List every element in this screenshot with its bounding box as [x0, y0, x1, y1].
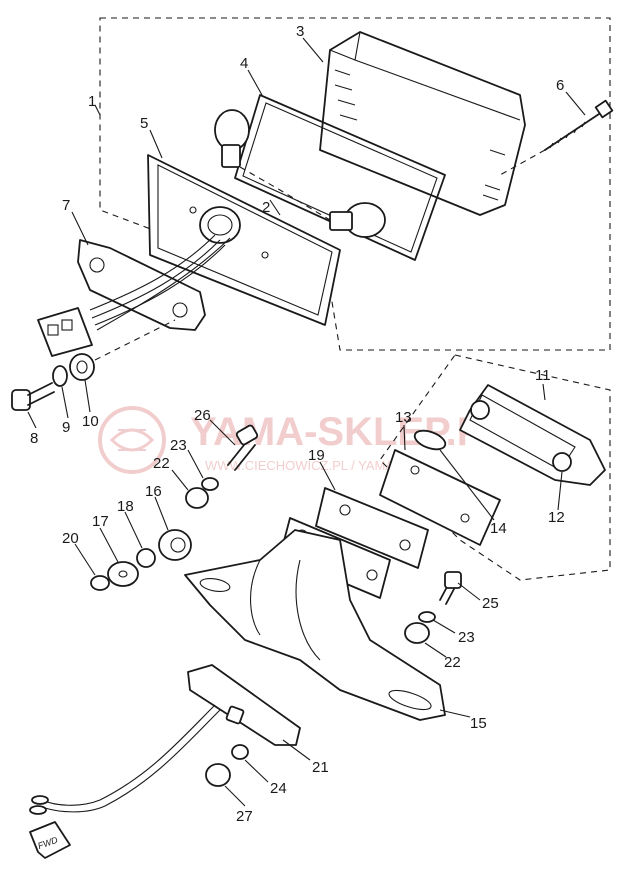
label-part-13: 13: [395, 409, 412, 426]
label-part-15: 15: [470, 715, 487, 732]
bolt-26: [227, 424, 259, 471]
label-part-18: 18: [117, 498, 134, 515]
label-part-3: 3: [296, 23, 304, 40]
connector-plug: [37, 307, 93, 357]
lens-housing: [319, 31, 526, 216]
spacer-22a: [185, 487, 209, 509]
license-light-bracket: [379, 449, 501, 546]
label-part-23b: 23: [458, 629, 475, 646]
license-light-housing: [459, 384, 606, 486]
label-part-6: 6: [556, 77, 564, 94]
cable: [29, 704, 221, 815]
bulb-lower: [329, 202, 386, 238]
license-bulb: [413, 429, 447, 451]
label-part-8: 8: [30, 430, 38, 447]
watermark-address: WWW.CIECHOWICZ.PL / YAMAHA: [205, 458, 412, 473]
label-part-27: 27: [236, 808, 253, 825]
base-plate: [147, 154, 341, 326]
label-part-17: 17: [92, 513, 109, 530]
label-part-19: 19: [308, 447, 325, 464]
spacer-22b: [404, 622, 430, 644]
label-part-26: 26: [194, 407, 211, 424]
bolt-8: [11, 382, 55, 411]
washer-17: [107, 561, 139, 587]
label-part-20: 20: [62, 530, 79, 547]
assembly-boundary-upper: [99, 17, 611, 351]
washer-23b: [418, 611, 436, 623]
label-part-21: 21: [312, 759, 329, 776]
bulb-upper: [214, 109, 250, 168]
label-part-10: 10: [82, 413, 99, 430]
label-part-9: 9: [62, 419, 70, 436]
nut-24: [231, 744, 249, 760]
label-part-2: 2: [262, 199, 270, 216]
label-part-12: 12: [548, 509, 565, 526]
assembly-boundary-license-light: [379, 354, 611, 581]
gasket: [234, 94, 446, 261]
nut-10: [69, 353, 95, 381]
label-part-4: 4: [240, 55, 248, 72]
label-part-14: 14: [490, 520, 507, 537]
label-part-16: 16: [145, 483, 162, 500]
mounting-bracket: [77, 239, 206, 331]
wiring-harness: [89, 234, 231, 331]
label-part-22b: 22: [444, 654, 461, 671]
label-part-7: 7: [62, 197, 70, 214]
nut-20: [90, 575, 110, 591]
label-part-24: 24: [270, 780, 287, 797]
bolt-25: [439, 571, 462, 605]
yamaha-shop-logo-icon: [98, 406, 166, 474]
fender-bracket: [184, 529, 446, 721]
fwd-arrow-icon: FWD: [29, 821, 71, 859]
label-part-5: 5: [140, 115, 148, 132]
cap-27: [205, 763, 231, 787]
long-screw: [544, 99, 614, 151]
part-number-labels: 1 2 3 4 5 6 7 8 9 10 11 12 13 14 15 16 1…: [30, 23, 565, 825]
washer-23a: [201, 477, 219, 491]
grommet-16: [158, 529, 192, 561]
collar-18: [136, 548, 156, 568]
washer-9: [52, 365, 68, 387]
label-part-22a: 22: [153, 455, 170, 472]
reflector-mount: [187, 664, 301, 746]
leader-lines: [27, 37, 586, 807]
label-part-23a: 23: [170, 437, 187, 454]
label-part-25: 25: [482, 595, 499, 612]
label-part-1: 1: [88, 93, 96, 110]
label-part-11: 11: [535, 367, 551, 384]
